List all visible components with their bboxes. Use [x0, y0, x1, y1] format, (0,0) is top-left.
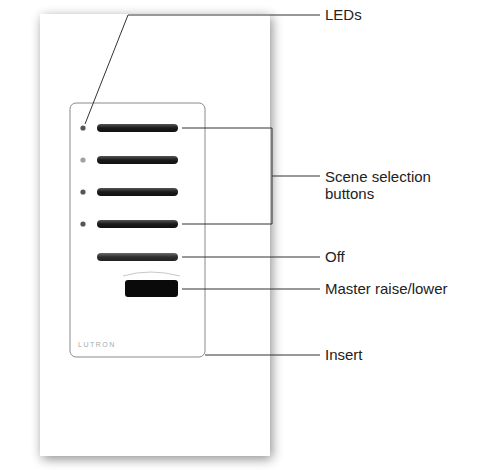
- raise-lower-button: [125, 280, 178, 297]
- callout-label: LEDs: [325, 6, 485, 23]
- leader-line: [205, 355, 320, 356]
- bracket: [182, 128, 272, 224]
- insert-outline: [70, 103, 205, 357]
- led: [80, 157, 85, 162]
- rocker-edge: [123, 272, 180, 276]
- callout-label: Master raise/lower: [325, 280, 495, 297]
- leader-line: [182, 257, 320, 258]
- leds: [80, 125, 85, 226]
- scene-button: [97, 188, 178, 196]
- scene-button: [97, 124, 178, 132]
- led: [80, 125, 85, 130]
- led: [80, 189, 85, 194]
- callout-label: Off: [325, 248, 485, 265]
- scene-button: [97, 156, 178, 164]
- leader-line: [85, 15, 320, 124]
- brand-logo: LUTRON: [78, 341, 138, 349]
- scene-buttons: [97, 124, 178, 228]
- wallplate: [40, 14, 270, 456]
- leader-lines: [85, 15, 320, 355]
- led: [80, 221, 85, 226]
- callout-label: Insert: [325, 346, 485, 363]
- scene-button: [97, 220, 178, 228]
- callout-label: Scene selection buttons: [325, 168, 435, 202]
- leader-line: [182, 289, 320, 290]
- leader-line: [272, 176, 320, 177]
- off-button: [97, 253, 178, 261]
